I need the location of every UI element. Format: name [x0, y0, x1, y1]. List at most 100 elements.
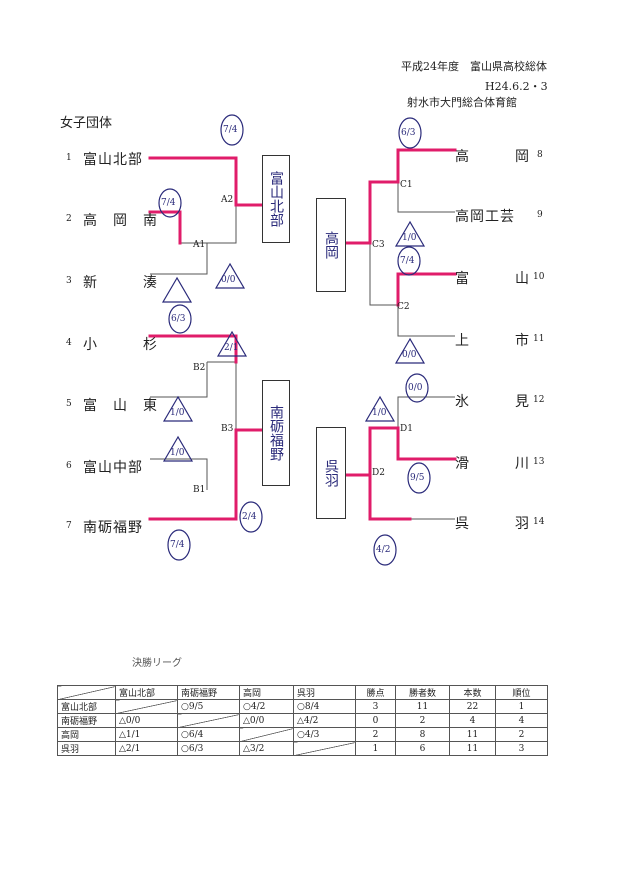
- team-number: 2: [66, 214, 72, 224]
- column-header: 順位: [495, 685, 548, 700]
- table-cell: △2/1: [115, 741, 178, 756]
- column-header: 呉羽: [293, 685, 356, 700]
- page-title: 女子団体: [60, 116, 113, 131]
- team-number: 6: [66, 461, 72, 471]
- table-cell: 2: [495, 727, 548, 742]
- score-b2: 2/1: [224, 343, 239, 353]
- table-row: 南砺福野 △0/0 △0/0 △4/2 0 2 4 4: [57, 713, 548, 728]
- self-cell: [177, 713, 240, 728]
- score-d2: 4/2: [376, 545, 391, 555]
- block-winner-c: 高岡: [316, 198, 346, 292]
- header-date: H24.6.2・3: [485, 80, 548, 93]
- team-number: 4: [66, 338, 72, 348]
- score-d1-mid: 1/0: [372, 408, 387, 418]
- team-number: 12: [533, 395, 545, 405]
- team-name: 富山中部: [83, 460, 143, 476]
- header-event: 平成24年度 富山県高校総体: [401, 60, 547, 73]
- table-cell: 8: [395, 727, 450, 742]
- score-b1-bottom: 7/4: [170, 540, 185, 550]
- team-number: 13: [533, 457, 545, 467]
- row-team: 高岡: [57, 727, 116, 742]
- score-higashi: 1/0: [170, 408, 185, 418]
- team-number: 11: [533, 334, 545, 344]
- table-cell: 22: [449, 699, 496, 714]
- row-team: 南砺福野: [57, 713, 116, 728]
- column-header: 南砺福野: [177, 685, 240, 700]
- table-corner: [57, 685, 116, 700]
- self-cell: [293, 741, 356, 756]
- team-number: 8: [537, 150, 543, 160]
- self-cell: [239, 727, 294, 742]
- table-cell: 11: [449, 727, 496, 742]
- match-label: C2: [397, 302, 410, 312]
- table-header-row: 富山北部 南砺福野 高岡 呉羽 勝点 勝者数 本数 順位: [57, 685, 548, 700]
- score-d1-top: 0/0: [408, 383, 423, 393]
- team-name: 富 山 東: [83, 398, 158, 414]
- table-cell: ○6/4: [177, 727, 240, 742]
- block-winner-a: 富山北部: [262, 155, 290, 243]
- table-cell: 1: [495, 699, 548, 714]
- block-winner-b: 南砺福野: [262, 380, 290, 486]
- score-kosugi: 6/3: [171, 314, 186, 324]
- row-team: 呉羽: [57, 741, 116, 756]
- team-name: 高 岡: [455, 149, 530, 165]
- team-name: 高岡工芸: [455, 209, 515, 225]
- table-cell: △4/2: [293, 713, 356, 728]
- final-league-note: 決勝リーグ: [132, 658, 182, 669]
- table-row: 呉羽 △2/1 ○6/3 △3/2 1 6 11 3: [57, 741, 548, 756]
- table-cell: ○9/5: [177, 699, 240, 714]
- table-cell: ○4/2: [239, 699, 294, 714]
- team-name: 呉 羽: [455, 516, 530, 532]
- score-c2-top: 7/4: [400, 256, 415, 266]
- score-b1-top: 1/0: [170, 448, 185, 458]
- table-cell: 11: [395, 699, 450, 714]
- table-cell: ○8/4: [293, 699, 356, 714]
- table-cell: 3: [355, 699, 396, 714]
- team-number: 3: [66, 276, 72, 286]
- column-header: 高岡: [239, 685, 294, 700]
- score-d1-bottom: 9/5: [410, 473, 425, 483]
- table-cell: 2: [355, 727, 396, 742]
- table-cell: 0: [355, 713, 396, 728]
- score-c2-bottom: 0/0: [402, 350, 417, 360]
- score-a1-bottom: 0/0: [221, 275, 236, 285]
- team-name: 南砺福野: [83, 520, 143, 536]
- row-team: 富山北部: [57, 699, 116, 714]
- table-cell: △0/0: [115, 713, 178, 728]
- match-label: A1: [193, 240, 206, 250]
- score-c1-bottom: 1/0: [402, 233, 417, 243]
- score-b3: 2/4: [242, 512, 257, 522]
- table-cell: △1/1: [115, 727, 178, 742]
- table-row: 高岡 △1/1 ○6/4 ○4/3 2 8 11 2: [57, 727, 548, 742]
- table-cell: 4: [449, 713, 496, 728]
- team-name: 高 岡 南: [83, 213, 158, 229]
- final-league-table: 富山北部 南砺福野 高岡 呉羽 勝点 勝者数 本数 順位 富山北部 ○9/5 ○…: [57, 685, 548, 756]
- team-number: 5: [66, 399, 72, 409]
- match-label: C1: [400, 180, 413, 190]
- score-a2: 7/4: [223, 125, 238, 135]
- team-name: 富 山: [455, 271, 530, 287]
- team-number: 10: [533, 272, 545, 282]
- match-label: D1: [400, 424, 413, 434]
- team-name: 小 杉: [83, 337, 158, 353]
- team-name: 滑 川: [455, 456, 530, 472]
- score-a1-top: 7/4: [161, 198, 176, 208]
- column-header: 本数: [449, 685, 496, 700]
- match-label: D2: [372, 468, 385, 478]
- match-label: C3: [372, 240, 385, 250]
- table-cell: 1: [355, 741, 396, 756]
- column-header: 勝者数: [395, 685, 450, 700]
- match-label: B3: [221, 424, 234, 434]
- score-c1-top: 6/3: [401, 128, 416, 138]
- team-name: 上 市: [455, 333, 530, 349]
- team-name: 新 湊: [83, 275, 158, 291]
- table-cell: ○4/3: [293, 727, 356, 742]
- team-name: 富山北部: [83, 152, 143, 168]
- table-cell: 2: [395, 713, 450, 728]
- table-cell: △3/2: [239, 741, 294, 756]
- block-winner-d: 呉羽: [316, 427, 346, 519]
- table-cell: △0/0: [239, 713, 294, 728]
- table-cell: ○6/3: [177, 741, 240, 756]
- team-name: 氷 見: [455, 394, 530, 410]
